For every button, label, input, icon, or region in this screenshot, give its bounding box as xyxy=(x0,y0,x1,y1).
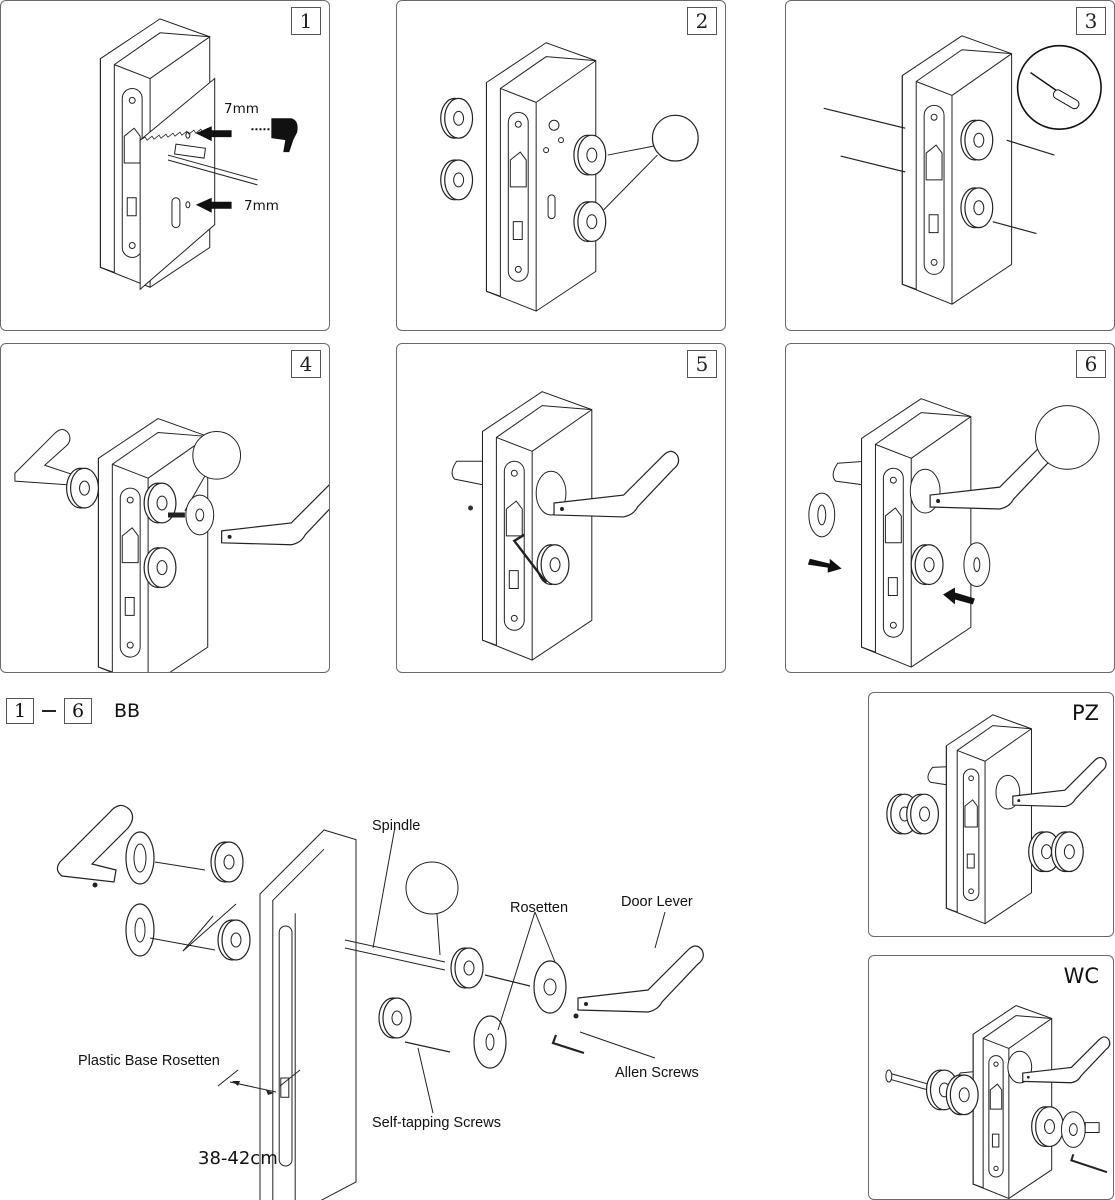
label-self-tapping-screws: Self-tapping Screws xyxy=(372,1115,501,1131)
step-1-panel: 7mm 7mm 1 xyxy=(0,0,330,331)
drill-icon xyxy=(251,118,298,153)
variant-wc-illustration xyxy=(869,1005,1111,1199)
plastic-base-rosette xyxy=(440,159,474,201)
variant-pz-illustration xyxy=(886,714,1107,925)
variant-pz-panel: PZ xyxy=(868,692,1114,937)
label-rosetten: Rosetten xyxy=(510,900,569,916)
detail-magnifier xyxy=(652,115,698,161)
plastic-base-rosette xyxy=(573,201,607,243)
step-number: 1 xyxy=(291,7,321,35)
variant-code: BB xyxy=(114,700,141,722)
step-3-illustration xyxy=(786,35,1114,305)
annotation-7mm-lower: 7mm xyxy=(244,198,279,214)
step-5-panel: 5 xyxy=(396,343,726,673)
arrow-icon xyxy=(195,126,232,142)
label-plastic-base-rosetten: Plastic Base Rosetten xyxy=(78,1053,220,1069)
plastic-base-rosette xyxy=(440,97,474,139)
step-6-panel: 6 xyxy=(785,343,1115,673)
range-end: 6 xyxy=(64,698,92,724)
arrow-icon xyxy=(807,558,842,573)
arrow-icon xyxy=(195,197,232,213)
step-3-panel: 3 xyxy=(785,0,1115,331)
variant-label: WC xyxy=(1063,964,1099,988)
exploded-view: Spindle Rosetten Door Lever Plastic Base… xyxy=(0,740,860,1200)
step-4-panel: 4 xyxy=(0,343,330,673)
label-allen-screws: Allen Screws xyxy=(615,1065,699,1081)
label-spindle: Spindle xyxy=(372,818,421,834)
variant-label: PZ xyxy=(1071,701,1099,725)
label-door-lever: Door Lever xyxy=(621,894,693,910)
detail-magnifier xyxy=(1035,406,1099,470)
label-door-thickness: 38-42cm xyxy=(198,1148,278,1169)
step-2-panel: 2 xyxy=(396,0,726,331)
step-1-illustration xyxy=(99,18,298,330)
step-range-header: 1 6 BB xyxy=(6,698,140,724)
step-2-illustration xyxy=(440,42,725,312)
step-6-illustration xyxy=(807,398,1114,668)
exploded-view-illustration xyxy=(0,740,704,1200)
step-4-illustration xyxy=(1,418,329,672)
screwdriver-icon xyxy=(1018,46,1101,129)
annotation-7mm-upper: 7mm xyxy=(224,101,259,117)
detail-magnifier xyxy=(406,862,458,914)
plastic-base-rosette xyxy=(573,134,607,176)
detail-magnifier xyxy=(193,431,241,479)
range-dash xyxy=(42,710,56,712)
step-number: 5 xyxy=(687,350,717,378)
step-number: 2 xyxy=(687,7,717,35)
variant-wc-panel: WC xyxy=(868,955,1114,1200)
step-number: 4 xyxy=(291,350,321,378)
arrow-icon xyxy=(943,587,975,605)
step-5-illustration xyxy=(397,391,680,661)
range-start: 1 xyxy=(6,698,34,724)
step-number: 3 xyxy=(1076,7,1106,35)
step-number: 6 xyxy=(1076,350,1106,378)
